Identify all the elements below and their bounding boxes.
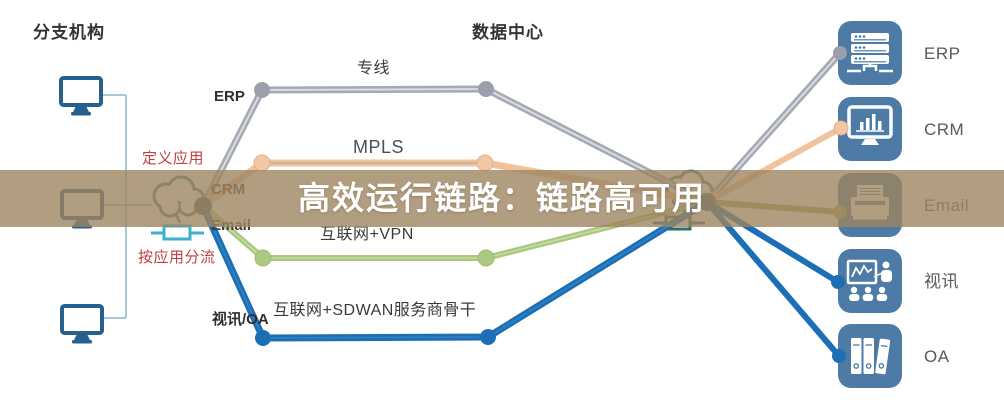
branch-pc-icon [60, 304, 104, 346]
link-label-dedicated: 专线 [357, 60, 391, 77]
branch-app-erp: ERP [214, 88, 245, 105]
dc-app-label-oa: OA [924, 347, 950, 366]
dc-app-label-erp: ERP [924, 44, 961, 63]
dc-app-label-video: 视讯 [924, 272, 959, 291]
server-icon [847, 33, 893, 73]
dc-app-label-crm: CRM [924, 120, 965, 139]
branch-app-video-oa: 视讯/OA [212, 311, 269, 328]
note-split-by-app: 按应用分流 [138, 249, 216, 266]
link-bend-dots [253, 81, 496, 346]
link-label-mpls: MPLS [353, 137, 405, 157]
banner-text: 高效运行链路：链路高可用 [297, 180, 706, 216]
binders-icon [851, 338, 891, 375]
note-define-app: 定义应用 [142, 150, 205, 167]
link-label-internet-vpn: 互联网+VPN [320, 226, 414, 243]
link-line-sdwan [199, 198, 711, 342]
presentation-icon [846, 259, 892, 301]
branch-title: 分支机构 [33, 23, 105, 42]
link-label-sdwan: 互联网+SDWAN服务商骨干 [273, 302, 477, 319]
link-line-internet-vpn [200, 199, 710, 261]
datacenter-title: 数据中心 [472, 23, 544, 42]
branch-pc-icon [59, 76, 103, 118]
link-line-dedicated [199, 85, 711, 210]
monitor-chart-icon [847, 105, 893, 145]
watermark-banner: 高效运行链路：链路高可用 [0, 170, 1004, 227]
branch-switch-icon [151, 224, 204, 241]
